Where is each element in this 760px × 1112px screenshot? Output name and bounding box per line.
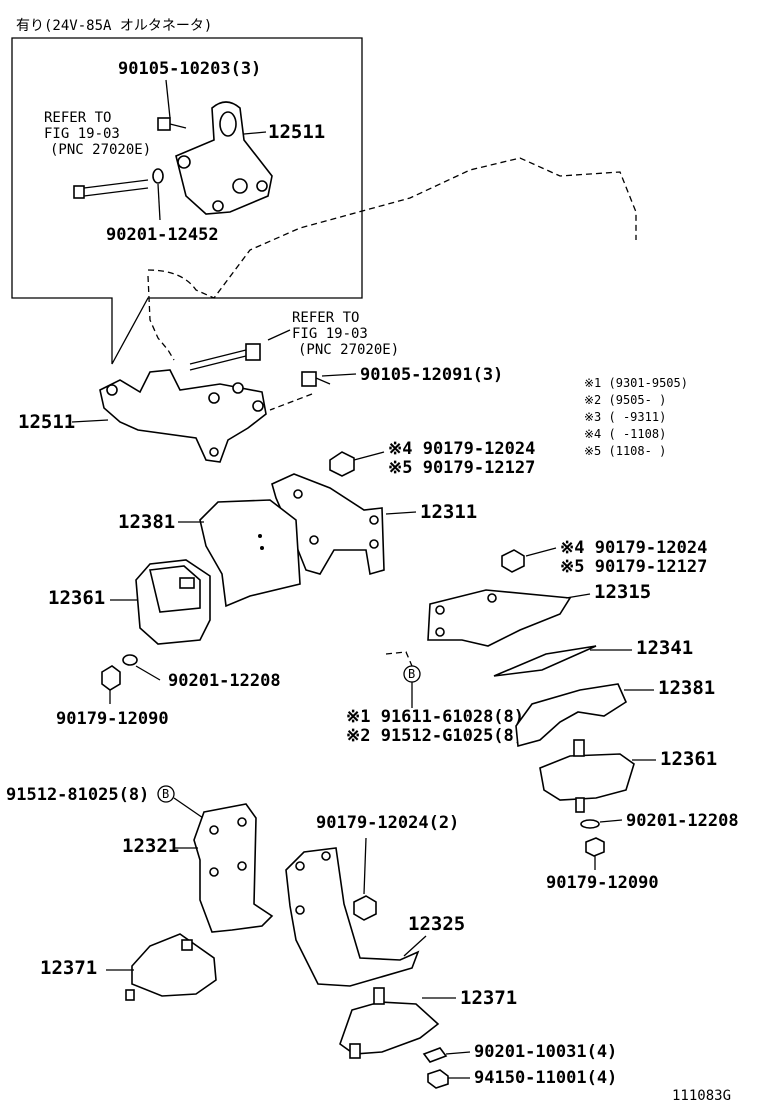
plate-right-12341 [493,645,597,677]
plate-right-label: 12341 [636,637,693,659]
b-marker-left-icon [157,785,175,803]
bolts-b-label-1: ※1 91611-61028(8) [346,707,524,727]
nut-left-label: 90179-12090 [56,709,169,729]
engine-outline [147,157,637,361]
inset-long-bolt-icon [73,179,149,199]
mount-left-12361 [135,559,211,645]
top-nut-icon [329,451,355,477]
main-bolt-icon [301,371,331,387]
rear-bracket-right-label: 12325 [408,913,465,935]
main-refer-2: FIG 19-03 [292,326,368,342]
bolts-b-label-2: ※2 91512-G1025(8) [346,726,524,746]
rear-mount-right-12371 [339,987,440,1059]
b-marker-left-label: B [162,787,169,801]
inset-washer-icon [152,168,164,184]
nut-left-icon [101,665,121,691]
insulator-right-12381 [515,683,628,748]
rear-nut2-icon [427,1069,449,1089]
legend-4: ※4 ( -1108) [584,427,666,441]
inset-header: 有り(24V-85A オルタネータ) [16,18,212,34]
rear-nut-label: 90179-12024(2) [316,813,459,833]
legend-1: ※1 (9301-9505) [584,376,688,390]
right-nut-icon [501,549,525,573]
rear-washer-label: 90201-10031(4) [474,1042,617,1062]
insulator-left-label: 12381 [118,511,175,533]
right-nut-label-2: ※5 90179-12127 [560,557,707,577]
legend-2: ※2 (9505- ) [584,393,666,407]
top-nut-label-2: ※5 90179-12127 [388,458,535,478]
legend-3: ※3 ( -9311) [584,410,666,424]
inset-washer-label: 90201-12452 [106,225,219,245]
washer-right-icon [580,819,600,829]
nut-right-low-label: 90179-12090 [546,873,659,893]
rear-bracket-left-12321 [193,803,274,933]
frame-bracket-label: 12311 [420,501,477,523]
inset-bolt-icon [157,117,187,131]
mount-right-label: 12361 [660,748,717,770]
legend-5: ※5 (1108- ) [584,444,666,458]
inset-refer-1: REFER TO [44,110,111,126]
bracket-right-label: 12315 [594,581,651,603]
rear-mount-right-label: 12371 [460,987,517,1009]
main-bolt-label: 90105-12091(3) [360,365,503,385]
washer-left-label: 90201-12208 [168,671,281,691]
inset-panel: 有り(24V-85A オルタネータ) 90105-10203(3) REFER … [11,18,363,365]
main-refer-3: (PNC 27020E) [298,342,399,358]
washer-left-icon [122,654,138,666]
diagram-id: 111083G [672,1088,731,1104]
inset-bracket-label: 12511 [268,121,325,143]
rear-nut2-label: 94150-11001(4) [474,1068,617,1088]
main-long-bolt-icon [189,343,261,371]
bracket-right-12315 [427,589,572,647]
mount-right-12361 [539,739,635,813]
mount-left-label: 12361 [48,587,105,609]
rear-bracket-left-label: 12321 [122,835,179,857]
insulator-right-label: 12381 [658,677,715,699]
b-marker-label: B [408,667,415,681]
washer-right-label: 90201-12208 [626,811,739,831]
bracket-left-label: 12511 [18,411,75,433]
main-refer-1: REFER TO [292,310,359,326]
rear-bracket-right-12325 [285,847,420,987]
inset-bracket-drawing [175,101,273,215]
rear-mount-left-label: 12371 [40,957,97,979]
rear-washer-icon [422,1047,448,1063]
engine-bracket-left [99,369,267,463]
rear-mount-left-12371 [125,933,217,1001]
inset-bolt-label: 90105-10203(3) [118,59,261,79]
inset-refer-2: FIG 19-03 [44,126,120,142]
top-nut-label-1: ※4 90179-12024 [388,439,535,459]
right-nut-label-1: ※4 90179-12024 [560,538,707,558]
nut-right-low-icon [585,837,605,857]
bolts-left-b-label: 91512-81025(8) [6,785,149,805]
inset-refer-3: (PNC 27020E) [50,142,151,158]
rear-nut-icon [353,895,377,921]
legend: ※1 (9301-9505) ※2 (9505- ) ※3 ( -9311) ※… [584,376,688,458]
insulator-left-12381 [199,499,301,608]
main-refer-note: REFER TO FIG 19-03 (PNC 27020E) [292,310,399,358]
